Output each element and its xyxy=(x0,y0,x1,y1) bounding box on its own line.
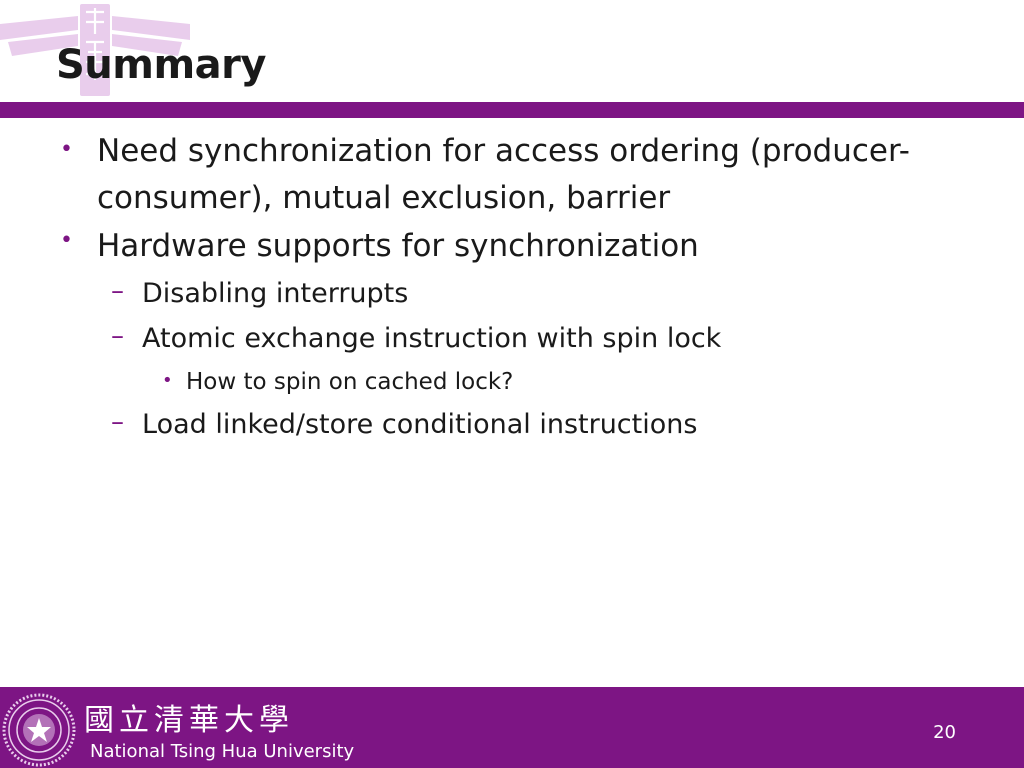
nthu-seal-icon xyxy=(2,693,76,767)
sub-bullet-text: Atomic exchange instruction with spin lo… xyxy=(142,323,722,354)
bullet-text: Hardware supports for synchronization xyxy=(97,228,699,264)
university-name-chinese: 國立清華大學 xyxy=(84,703,294,738)
sub-sub-bullet-text: How to spin on cached lock? xyxy=(186,369,514,395)
bullet-text-line: Need synchronization for access ordering… xyxy=(97,133,910,169)
bullet-marker: • xyxy=(60,228,73,253)
sub-bullet-text: Load linked/store conditional instructio… xyxy=(142,409,698,440)
slide-footer: 國立清華大學 National Tsing Hua University 20 xyxy=(0,687,1024,768)
nthu-logo-watermark-icon xyxy=(0,4,190,96)
bullet-marker: • xyxy=(60,137,73,162)
bullet-text-line: consumer), mutual exclusion, barrier xyxy=(97,180,671,216)
dash-marker: – xyxy=(111,276,124,306)
dash-marker: – xyxy=(111,407,124,437)
title-underline-bar xyxy=(0,102,1024,118)
bullet-marker: • xyxy=(162,370,173,391)
dash-marker: – xyxy=(111,321,124,351)
page-number: 20 xyxy=(933,722,956,743)
university-name-english: National Tsing Hua University xyxy=(90,741,355,762)
sub-bullet-text: Disabling interrupts xyxy=(142,278,409,309)
slide-title: Summary xyxy=(56,42,266,88)
